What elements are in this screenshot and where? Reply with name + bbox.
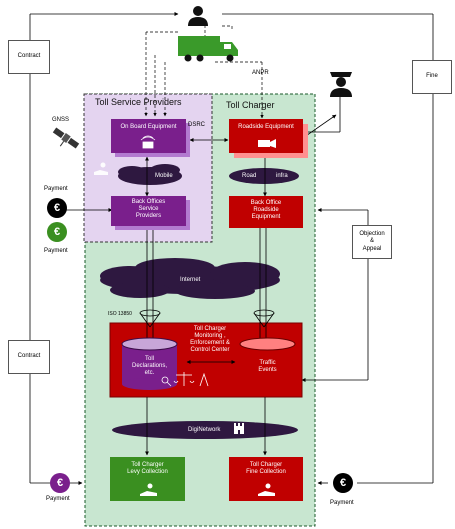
contract-doc-top: Contract [8, 40, 50, 74]
hand-coin-icon-fine [258, 483, 275, 496]
tc-region-title: Toll Charger [226, 100, 275, 110]
bo-sp-box[interactable] [111, 196, 186, 226]
bo-sp-label: Back Offices Service Providers [131, 199, 166, 219]
rse-label: Roadside Equipment [238, 124, 294, 130]
tsp-region-title: Toll Service Providers [95, 97, 182, 107]
internet-label: Internet [180, 277, 201, 283]
fine-doc: Fine [412, 60, 452, 94]
dsrc-label: DSRC [188, 122, 206, 128]
gnss-label: GNSS [52, 117, 70, 123]
castle-icon [234, 423, 244, 434]
toll-declarations-label: Toll Declarations, etc. [131, 356, 167, 376]
outer-connectors [29, 12, 434, 485]
traffic-events-db [239, 337, 296, 390]
euro-coin-black-left: € [47, 198, 67, 218]
hand-coin-icon [94, 162, 108, 175]
payment-label-top: Payment [44, 186, 68, 192]
police-officer-icon [330, 72, 352, 97]
fine-collection-label: Toll Charger Fine Collection [246, 462, 286, 475]
euro-coin-black-right: € [333, 473, 353, 493]
funnel-icons [139, 309, 275, 328]
mec-label: Toll Charger Monitoring , Enforcement & … [190, 326, 230, 353]
scales-icon [161, 372, 209, 387]
internet-cloud [100, 258, 280, 299]
road-infra-ellipse [229, 168, 299, 184]
mobile-label: Mobile [155, 173, 173, 179]
payment-label-bl: Payment [46, 496, 70, 502]
euro-coin-green: € [47, 222, 67, 242]
infra-label: infra [276, 173, 288, 179]
diginetwork-label: DigiNetwork [188, 427, 221, 433]
payment-label-mid: Payment [44, 248, 68, 254]
road-label: Road [242, 173, 257, 179]
rse-box[interactable] [229, 119, 303, 153]
levy-label: Toll Charger Levy Collection [127, 462, 168, 475]
traffic-events-label: Traffic Events [258, 360, 277, 373]
obe-device-icon [140, 135, 156, 149]
iso-label: ISO 13850 [108, 311, 132, 317]
person-icon [188, 6, 208, 26]
contract-doc-bottom: Contract [8, 340, 50, 374]
payment-label-br: Payment [330, 500, 354, 506]
hand-coin-icon-levy [140, 483, 157, 496]
bo-rse-box[interactable] [229, 196, 303, 228]
euro-coin-purple: € [50, 473, 70, 493]
camera-icon [258, 139, 276, 148]
toll-declarations-db [121, 337, 178, 390]
satellite-icon [52, 127, 80, 149]
objection-doc: Objection & Appeal [352, 225, 392, 259]
truck-icon [178, 36, 238, 62]
diginetwork-ellipse [112, 421, 298, 439]
bo-rse-label: Back Office Roadside Equipment [250, 200, 282, 220]
obe-label: On Board Equipment [120, 124, 177, 130]
anpr-label: ANPR [252, 70, 269, 76]
mobile-cloud [118, 164, 182, 185]
